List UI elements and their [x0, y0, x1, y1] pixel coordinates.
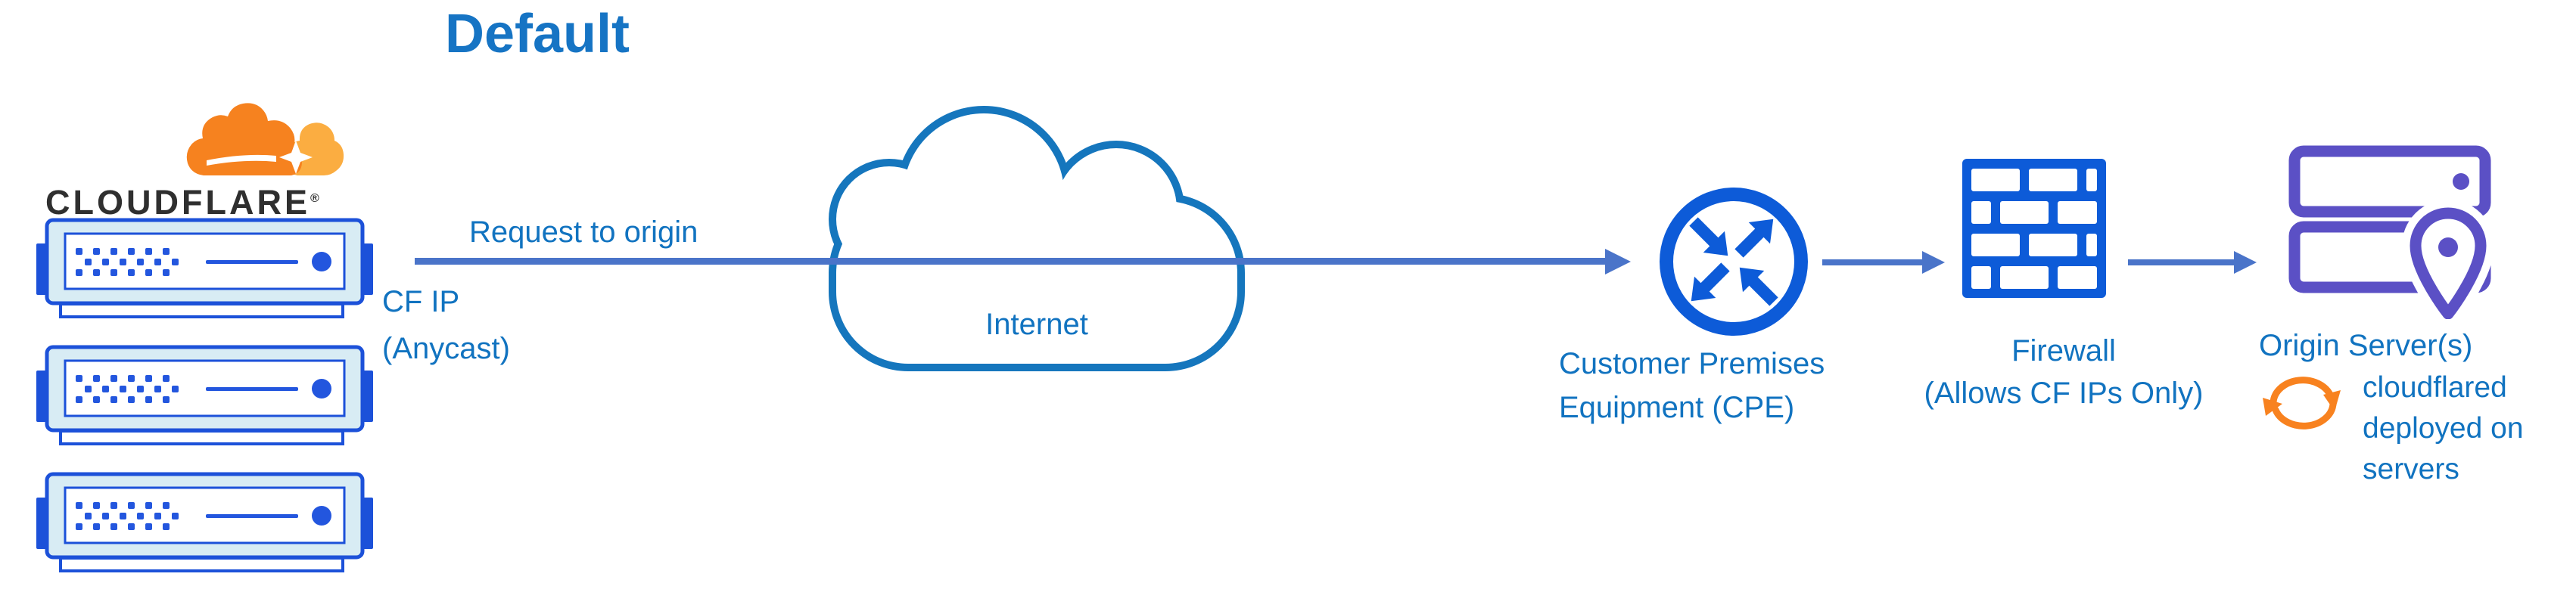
cloudflared-note: cloudflared deployed on servers: [2363, 371, 2524, 485]
origin-server-label: Origin Server(s): [2259, 329, 2473, 362]
registered-mark: ®: [310, 192, 322, 205]
cpe-firewall-arrowhead-icon: [1922, 251, 1945, 274]
cloudflare-server-icon: [36, 472, 373, 572]
firewall-icon: [1962, 159, 2106, 298]
cloudflare-server-icon: [36, 218, 373, 318]
firewall-origin-arrowhead-icon: [2234, 251, 2257, 274]
internet-cloud-icon: [829, 106, 1245, 371]
request-arrowhead-icon: [1605, 249, 1631, 274]
cpe-router-icon: [1660, 188, 1808, 336]
brand-text: CLOUDFLARE: [45, 183, 310, 222]
location-pin-icon: [2410, 207, 2487, 319]
request-arrow-line: [415, 258, 1607, 265]
cloudflare-server-icon: [36, 345, 373, 445]
cf-ip-anycast-label: CF IP (Anycast): [382, 285, 510, 365]
cpe-firewall-arrow-line: [1822, 259, 1922, 265]
request-to-origin-label: Request to origin: [469, 216, 698, 249]
cloudflare-logo-icon: [186, 103, 344, 175]
cloudflare-wordmark: CLOUDFLARE®: [45, 183, 322, 222]
cloudflared-sync-icon: [2263, 377, 2341, 429]
origin-server-icon: [2288, 145, 2494, 319]
internet-label: Internet: [985, 308, 1088, 341]
firewall-origin-arrow-line: [2128, 259, 2234, 265]
page-title: Default: [445, 4, 630, 64]
firewall-label: Firewall (Allows CF IPs Only): [1924, 334, 2204, 410]
cpe-label: Customer Premises Equipment (CPE): [1559, 347, 1825, 424]
